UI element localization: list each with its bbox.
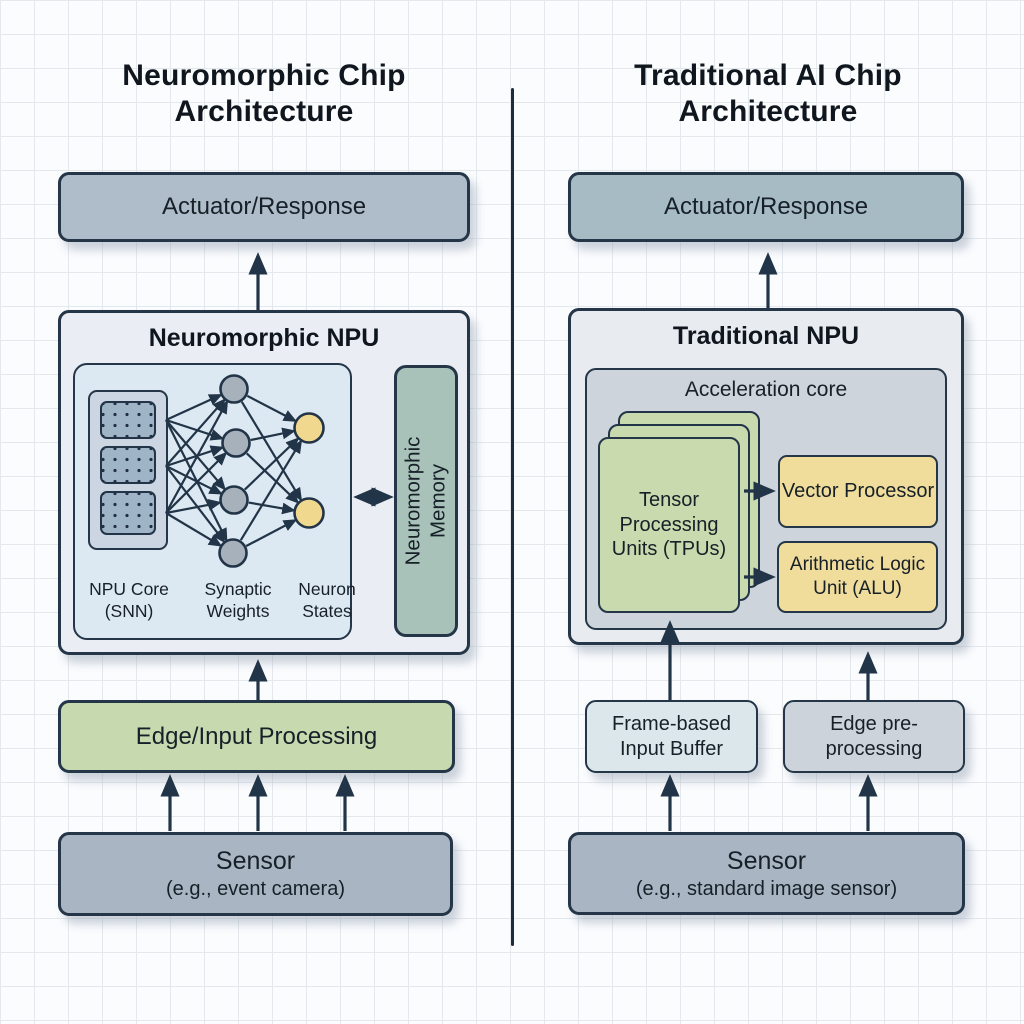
npu-core-label: NPU Core (SNN) [89, 579, 169, 622]
right-npu-title: Traditional NPU [672, 322, 860, 350]
alu-box: Arithmetic Logic Unit (ALU) [777, 541, 938, 613]
tpu-box: Tensor Processing Units (TPUs) [598, 437, 740, 613]
right-sensor-title: Sensor [726, 846, 807, 875]
neuromorphic-memory-label: Neuromorphic Memory [401, 436, 449, 566]
alu-label: Arithmetic Logic Unit (ALU) [789, 554, 926, 599]
left-npu-title: Neuromorphic NPU [148, 324, 380, 352]
right-actuator-box: Actuator/Response [568, 172, 964, 242]
neuromorphic-memory-box: Neuromorphic Memory [394, 365, 458, 637]
left-sensor-subtitle: (e.g., event camera) [166, 878, 345, 900]
memory-chip-icon [100, 446, 156, 484]
tpu-label: Tensor Processing Units (TPUs) [611, 488, 727, 561]
left-actuator-box: Actuator/Response [58, 172, 470, 242]
edge-input-processing-label: Edge/Input Processing [135, 722, 378, 750]
right-sensor-box: Sensor (e.g., standard image sensor) [568, 832, 965, 915]
left-actuator-label: Actuator/Response [161, 193, 367, 220]
neuron-states-label: Neuron States [298, 579, 356, 622]
right-column-title: Traditional AI Chip Architecture [634, 59, 902, 128]
frame-buffer-label: Frame-based Input Buffer [612, 712, 731, 760]
left-sensor-title: Sensor [215, 847, 296, 875]
left-sensor-box: Sensor (e.g., event camera) [58, 832, 453, 916]
memory-chip-icon [100, 401, 156, 439]
vector-processor-label: Vector Processor [781, 480, 935, 503]
edge-preprocessing-box: Edge pre-processing [783, 700, 965, 773]
left-column-title: Neuromorphic Chip Architecture [122, 59, 406, 128]
column-divider [511, 88, 514, 946]
right-actuator-label: Actuator/Response [663, 193, 869, 220]
acceleration-core-label: Acceleration core [684, 378, 848, 401]
synaptic-weights-label: Synaptic Weights [204, 579, 272, 622]
frame-buffer-box: Frame-based Input Buffer [585, 700, 758, 773]
right-sensor-subtitle: (e.g., standard image sensor) [635, 877, 898, 900]
edge-preprocessing-label: Edge pre-processing [825, 712, 923, 760]
edge-input-processing-box: Edge/Input Processing [58, 700, 455, 773]
vector-processor-box: Vector Processor [778, 455, 938, 528]
memory-chip-icon [100, 491, 156, 535]
